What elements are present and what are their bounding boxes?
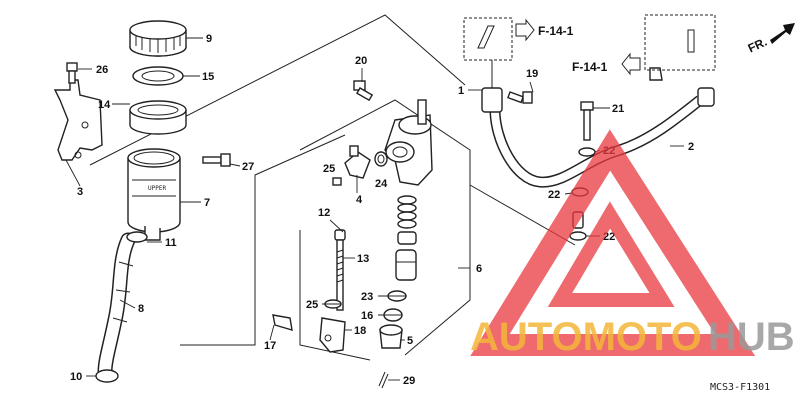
part-label-11: 11 <box>165 237 177 249</box>
part-label-16: 16 <box>361 310 373 322</box>
part-label-4: 4 <box>356 194 363 206</box>
inlet-joint-4 <box>344 145 371 179</box>
part-label-1: 1 <box>458 85 464 97</box>
push-rod <box>334 229 346 311</box>
part-label-14: 14 <box>98 99 111 111</box>
bolt-19 <box>507 91 533 104</box>
bolt-21 <box>580 101 594 141</box>
hose-fitting-right <box>649 67 715 107</box>
part-label-25: 25 <box>323 163 335 175</box>
reference-label-left: F-14-1 <box>572 60 608 74</box>
watermark-triangle <box>470 129 756 356</box>
joint-18 <box>319 317 346 353</box>
reservoir-plate <box>132 66 184 86</box>
boot-5 <box>379 324 403 349</box>
part-label-17: 17 <box>264 340 276 352</box>
o-ring-24 <box>374 151 388 167</box>
front-direction-label: FR. <box>746 35 769 56</box>
part-label-5: 5 <box>407 335 413 347</box>
part-label-19: 19 <box>526 68 538 80</box>
reservoir-stay <box>53 79 103 161</box>
reference-label-upper: F-14-1 <box>538 24 574 38</box>
bolt-29 <box>202 153 231 167</box>
reference-box-right <box>621 14 716 76</box>
part-label-18: 18 <box>354 325 366 337</box>
bolt-20 <box>353 80 374 102</box>
brake-hose <box>489 95 704 188</box>
clip-17 <box>272 314 293 331</box>
part-label-26: 25 <box>306 299 318 311</box>
cotter-pin-27 <box>378 371 389 389</box>
hose-clip-11 <box>126 231 148 243</box>
part-label-29: 27 <box>242 161 254 173</box>
reservoir-upper-mark: UPPER <box>148 185 166 192</box>
bolt-28 <box>66 62 78 84</box>
reservoir-tank: UPPER <box>127 148 181 241</box>
part-label-7: 7 <box>204 197 210 209</box>
reservoir-hose <box>97 232 136 380</box>
part-label-27: 29 <box>403 375 415 387</box>
assembly-frame <box>89 14 576 361</box>
front-direction-arrow <box>770 23 795 44</box>
master-cylinder-body <box>384 99 433 186</box>
part-label-set: 9 15 14 7 11 8 10 26 27 3 20 25 24 4 12 … <box>70 33 694 387</box>
part-label-28: 26 <box>96 64 108 76</box>
reference-box-upper <box>463 17 535 61</box>
part-label-6: 6 <box>476 263 482 275</box>
part-label-24: 24 <box>375 178 388 190</box>
part-label-22b: 22 <box>548 189 560 201</box>
part-label-2: 2 <box>688 141 694 153</box>
part-label-12: 12 <box>318 207 330 219</box>
part-label-21: 21 <box>612 103 624 115</box>
piston-cup <box>397 231 417 245</box>
part-label-13: 13 <box>357 253 369 265</box>
reservoir-cap <box>129 20 187 57</box>
piston-spring <box>397 195 417 229</box>
hose-clip-10 <box>95 369 119 383</box>
part-label-20: 20 <box>355 55 367 67</box>
screw-25 <box>332 177 342 186</box>
hose-joint-1 <box>481 60 503 113</box>
piston <box>395 249 417 281</box>
part-label-3: 3 <box>77 186 83 198</box>
part-label-9: 9 <box>206 33 212 45</box>
part-label-10: 10 <box>70 371 82 383</box>
part-label-23: 23 <box>361 291 373 303</box>
watermark-logo: AUTOMOTO HUB <box>470 129 795 359</box>
watermark-text-part2: HUB <box>708 315 795 359</box>
reservoir-diaphragm <box>129 100 187 135</box>
drawing-code: MCS3-F1301 <box>710 382 770 393</box>
part-label-15: 15 <box>202 71 214 83</box>
watermark-text-part1: AUTOMOTO <box>470 315 702 359</box>
part-label-8: 8 <box>138 303 144 315</box>
